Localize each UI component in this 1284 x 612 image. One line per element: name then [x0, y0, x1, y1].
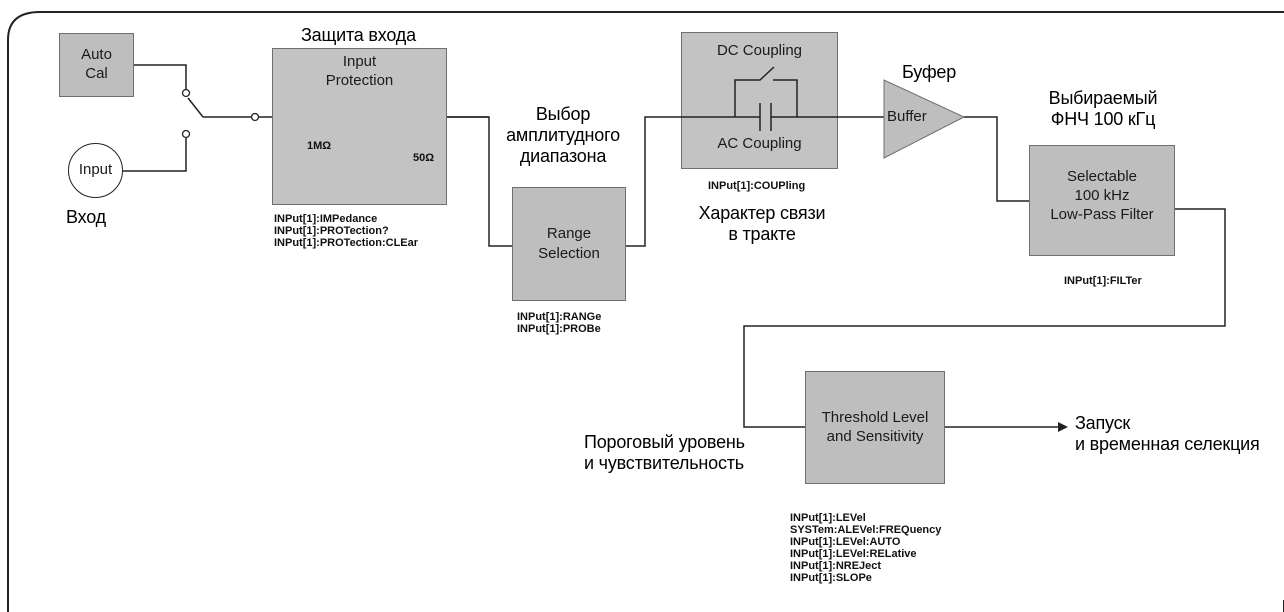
filter-line2: 100 kHz: [1074, 187, 1130, 204]
output-arrowhead: [1058, 422, 1068, 432]
input-protection-block: Input Protection: [272, 48, 447, 205]
wire-input: [123, 138, 187, 172]
label-output-ru-1: Запуск: [1075, 413, 1131, 433]
command: INPut[1]:RANGe: [517, 311, 602, 323]
commands-coupling: INPut[1]:COUPling: [708, 180, 805, 192]
ac-coupling-label: AC Coupling: [717, 135, 802, 152]
resistor-50-label: 50Ω: [413, 152, 435, 164]
switch-blade: [187, 97, 204, 118]
command: INPut[1]:FILTer: [1064, 275, 1142, 287]
input-protection-line1: Input: [342, 53, 377, 70]
label-input-protection-ru: Защита входа: [301, 25, 416, 45]
range-line2: Selection: [538, 245, 600, 262]
wire-autocal: [134, 64, 187, 89]
command: INPut[1]:SLOPe: [790, 572, 872, 584]
buffer-label: Buffer: [887, 108, 927, 125]
command: INPut[1]:COUPling: [708, 180, 806, 192]
label-buffer-ru: Буфер: [902, 62, 957, 82]
commands-threshold: INPut[1]:LEVel SYSTem:ALEVel:FREQuency I…: [790, 512, 941, 584]
command: INPut[1]:LEVel:AUTO: [790, 536, 901, 548]
protection-input-node: [250, 112, 260, 122]
label-threshold-ru-2: и чувствительность: [584, 453, 744, 473]
coupling-block: DC Coupling AC Coupling: [681, 32, 838, 169]
resistor-1m-label: 1MΩ: [307, 140, 332, 152]
commands-filter: INPut[1]:FILTer: [1064, 275, 1142, 287]
command: INPut[1]:NREJect: [790, 560, 882, 572]
auto-cal-line1: Auto: [81, 46, 112, 63]
label-output-ru: Запуск и временная селекция: [1075, 413, 1260, 455]
command: INPut[1]:PROTection:CLEar: [274, 237, 419, 249]
label-coupling-ru-2: в тракте: [728, 224, 796, 244]
label-range-ru-1: Выбор: [535, 104, 591, 124]
buffer-triangle: [883, 79, 966, 159]
filter-block: Selectable 100 kHz Low-Pass Filter: [1029, 145, 1175, 256]
switch-contact-bottom: [181, 129, 191, 139]
commands-protection: INPut[1]:IMPedance INPut[1]:PROTection? …: [274, 213, 418, 249]
label-range-ru: Выбор амплитудного диапазона: [498, 104, 628, 167]
label-range-ru-2: амплитудного: [506, 125, 620, 145]
label-filter-ru-2: ФНЧ 100 кГц: [1050, 109, 1156, 129]
wire-range-coupling: [626, 116, 705, 247]
label-coupling-ru: Характер связи в тракте: [686, 203, 838, 245]
threshold-line2: and Sensitivity: [826, 428, 924, 445]
command: INPut[1]:PROTection?: [274, 225, 389, 237]
threshold-line1: Threshold Level: [821, 409, 929, 426]
command: INPut[1]:IMPedance: [274, 213, 378, 225]
wire-filter-threshold: [743, 208, 1226, 428]
input-protection-line2: Protection: [325, 72, 394, 89]
range-line1: Range: [546, 225, 592, 242]
command: INPut[1]:PROBe: [517, 323, 601, 335]
range-selection-block: Range Selection: [512, 187, 626, 301]
label-range-ru-3: диапазона: [519, 146, 607, 166]
auto-cal-line2: Cal: [85, 65, 108, 82]
command: INPut[1]:LEVel:RELative: [790, 548, 917, 560]
outer-frame: [7, 11, 1284, 612]
command: SYSTem:ALEVel:FREQuency: [790, 524, 942, 536]
label-output-ru-2: и временная селекция: [1075, 434, 1260, 454]
dc-coupling-label: DC Coupling: [716, 42, 803, 59]
threshold-block: Threshold Level and Sensitivity: [805, 371, 945, 484]
wire-buffer-filter: [964, 116, 1029, 202]
filter-line1: Selectable: [1066, 168, 1138, 185]
label-filter-ru-1: Выбираемый: [1048, 88, 1158, 108]
input-node: Input: [68, 143, 123, 198]
filter-line3: Low-Pass Filter: [1050, 206, 1154, 223]
label-threshold-ru-1: Пороговый уровень: [584, 432, 745, 452]
switch-contact-top: [181, 88, 191, 98]
label-filter-ru: Выбираемый ФНЧ 100 кГц: [1028, 88, 1178, 130]
label-coupling-ru-1: Характер связи: [698, 203, 826, 223]
label-threshold-ru: Пороговый уровень и чувствительность: [584, 432, 745, 474]
label-input-ru: Вход: [66, 207, 106, 227]
command: INPut[1]:LEVel: [790, 512, 866, 524]
auto-cal-block: Auto Cal: [59, 33, 134, 97]
input-node-label: Input: [78, 161, 113, 178]
commands-range: INPut[1]:RANGe INPut[1]:PROBe: [517, 311, 601, 335]
